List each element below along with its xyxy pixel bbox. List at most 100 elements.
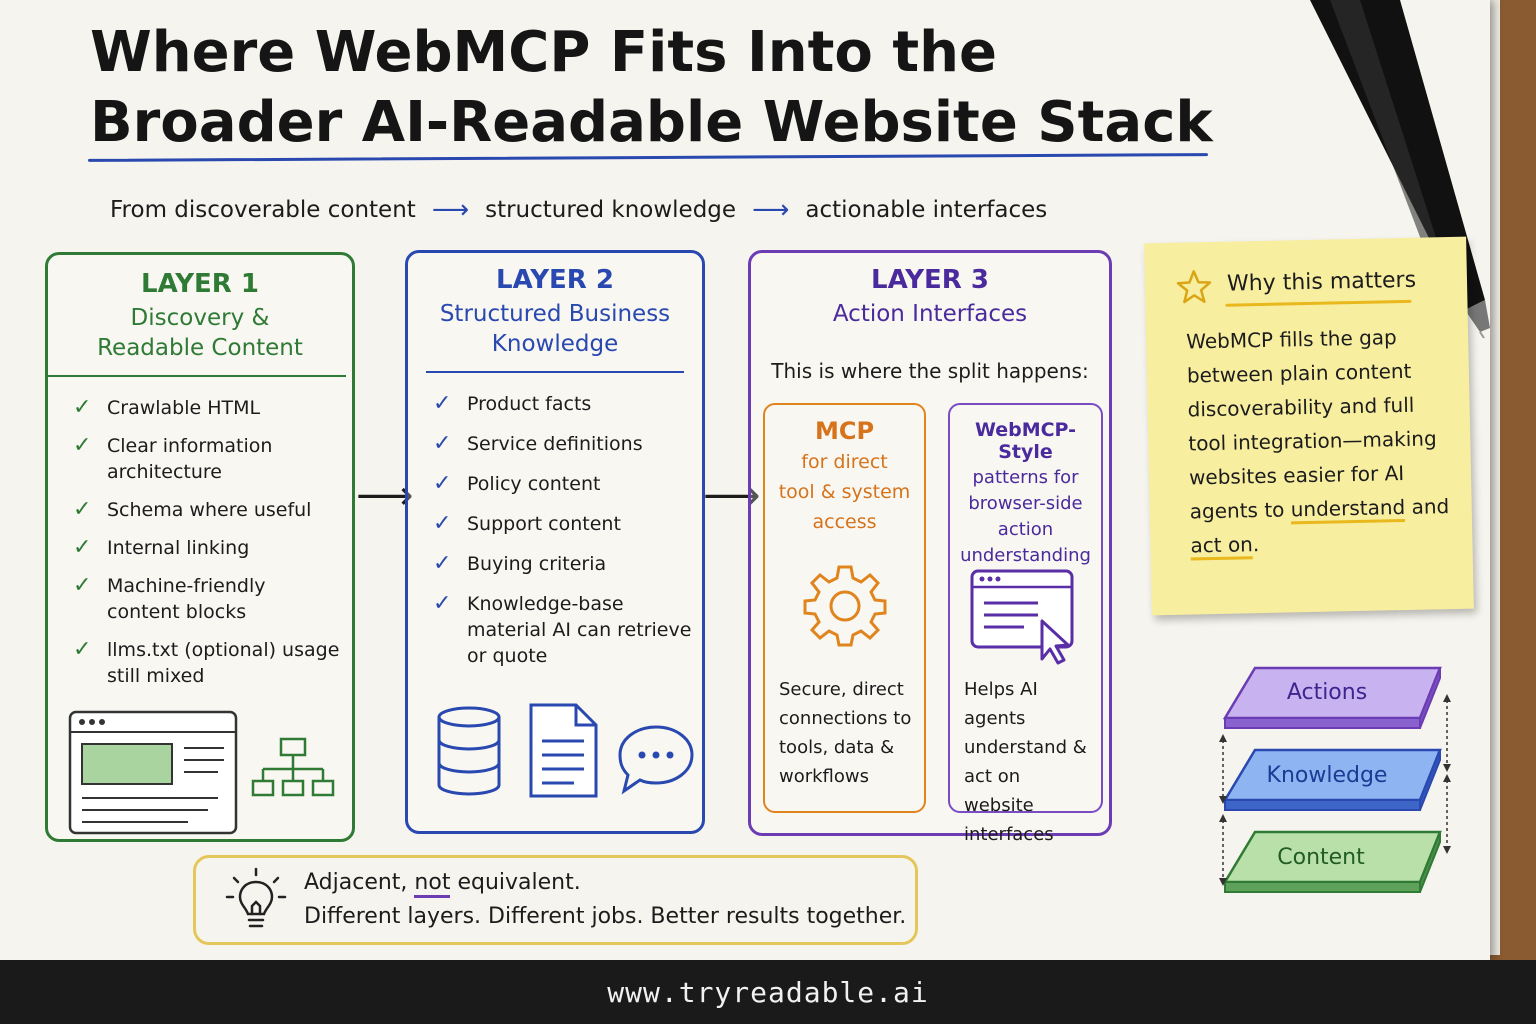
check-icon: ✓ xyxy=(433,431,452,456)
mcp-desc-line: tool & system xyxy=(778,481,911,503)
list-item: ✓Knowledge-base material AI can retrieve… xyxy=(433,591,698,669)
list-item-text: Schema where useful xyxy=(107,499,312,521)
layer-2-list: ✓Product facts ✓ Service definitions ✓ Pol… xyxy=(433,391,698,683)
callout-emphasis: not xyxy=(414,870,451,898)
lightbulb-icon xyxy=(225,867,287,928)
layer-1-divider xyxy=(48,375,346,377)
webmcp-heading: WebMCP-Style xyxy=(974,419,1077,463)
layer-1-list: ✓ Crawlable HTML ✓ Clear information archi… xyxy=(73,395,343,701)
webmcp-desc-line: browser-side xyxy=(968,493,1083,514)
list-item: ✓ Buying criteria xyxy=(433,551,698,577)
split-text: This is where the split happens: xyxy=(771,359,1089,383)
layer-2-name-line-1: Structured Business xyxy=(439,301,671,327)
arrow-right-icon: ⟶ xyxy=(356,473,414,519)
mcp-card: MCP for direct tool & system access Secu… xyxy=(763,403,926,813)
layer-1-card: LAYER 1 Discovery & Readable Content ✓ Cr… xyxy=(45,252,355,842)
layer-3-name: Action Interfaces xyxy=(832,301,1028,327)
stack-label-actions: Actions xyxy=(1286,680,1368,705)
check-icon: ✓ xyxy=(73,497,92,522)
why-this-matters-note: Why this matters WebMCP fills the gap be… xyxy=(1144,236,1474,616)
mcp-body: Secure, direct connections to tools, dat… xyxy=(779,679,912,787)
list-item-text: Support content xyxy=(467,513,621,535)
list-item: ✓ Support content xyxy=(433,511,698,537)
note-body-text: . xyxy=(1252,532,1260,557)
mcp-desc-line: access xyxy=(812,511,877,533)
layer-stack-illustration xyxy=(1219,666,1451,893)
arrow-right-icon: ⟶ xyxy=(752,195,790,225)
note-heading: Why this matters xyxy=(1226,267,1417,297)
pen-icon xyxy=(1310,0,1490,339)
layer-2-name-line-2: Knowledge xyxy=(491,331,619,357)
layer-1-name-line-2: Readable Content xyxy=(97,335,303,361)
list-item-text: Knowledge-base material AI can retrieve … xyxy=(467,593,692,667)
list-item-text: Internal linking xyxy=(107,537,250,559)
layer-1-name-line-1: Discovery & xyxy=(130,305,270,331)
mcp-description: for direct tool & system access xyxy=(765,447,924,537)
check-icon: ✓ xyxy=(73,433,92,458)
stack-label-content: Content xyxy=(1277,845,1365,870)
check-icon: ✓ xyxy=(433,511,452,536)
title-line-2: Broader AI-Readable Website Stack xyxy=(90,90,1213,155)
layer-3-card: LAYER 3 Action Interfaces This is where … xyxy=(748,250,1112,845)
check-icon: ✓ xyxy=(73,637,92,662)
list-item: ✓ Schema where useful xyxy=(73,497,343,523)
arrow-right-icon: ⟶ xyxy=(431,195,470,225)
list-item-text: Policy content xyxy=(467,473,601,495)
list-item: ✓ Clear information architecture xyxy=(73,433,343,485)
footer-bar: www.tryreadable.ai xyxy=(0,960,1536,1024)
subtitle-part-2: structured knowledge xyxy=(485,197,737,223)
note-body: WebMCP fills the gap between plain conte… xyxy=(1186,319,1461,563)
check-icon: ✓ xyxy=(73,535,92,560)
layer-1-heading: LAYER 1 xyxy=(141,269,259,299)
subtitle: From discoverable content ⟶ structured k… xyxy=(110,190,1047,230)
webmcp-desc-line: action xyxy=(997,519,1054,540)
check-icon: ✓ xyxy=(433,471,452,496)
note-highlight: understand xyxy=(1290,495,1406,525)
stack-label-knowledge: Knowledge xyxy=(1266,763,1388,788)
layer-1-name: Discovery & Readable Content xyxy=(48,303,352,363)
check-icon: ✓ xyxy=(73,395,92,420)
star-icon xyxy=(1176,270,1212,304)
footer-url: www.tryreadable.ai xyxy=(607,975,929,1009)
layer-2-card: LAYER 2 Structured Business Knowledge ✓P… xyxy=(405,250,705,834)
subtitle-part-1: From discoverable content xyxy=(110,197,416,223)
note-body-text: WebMCP fills the gap between plain conte… xyxy=(1185,325,1437,524)
list-item: ✓ llms.txt (optional) usage still mixed xyxy=(73,637,343,689)
layer-2-divider xyxy=(426,371,684,373)
list-item: ✓ Service definitions xyxy=(433,431,698,457)
list-item-text: Buying criteria xyxy=(467,553,607,575)
chat-bubble-icon xyxy=(618,725,694,795)
layer-2-name: Structured Business Knowledge xyxy=(408,299,702,359)
mcp-desc-line: for direct xyxy=(801,451,888,473)
webmcp-desc-line: understanding xyxy=(960,545,1091,566)
list-item: ✓ Policy content xyxy=(433,471,698,497)
list-item-text: Clear information architecture xyxy=(107,435,273,483)
list-item-text: Machine-friendly content blocks xyxy=(107,575,266,623)
sitemap-icon xyxy=(251,737,335,797)
list-item: ✓Product facts xyxy=(433,391,698,417)
gear-icon xyxy=(803,565,887,647)
browser-cursor-icon xyxy=(970,569,1074,665)
list-item-text: llms.txt (optional) usage still mixed xyxy=(107,639,340,687)
document-icon xyxy=(529,703,598,798)
database-icon xyxy=(437,706,501,796)
title-line-1: Where WebMCP Fits Into the xyxy=(90,20,998,85)
webmcp-body: Helps AI agents understand & act on webs… xyxy=(964,679,1087,845)
note-body-text: and xyxy=(1404,494,1450,520)
callout-line-1: Adjacent, not equivalent. xyxy=(304,870,581,898)
check-icon: ✓ xyxy=(433,391,452,416)
webmcp-desc-line: patterns for xyxy=(972,467,1079,488)
webmcp-description: patterns for browser-side action underst… xyxy=(950,465,1101,569)
callout-text: equivalent. xyxy=(450,870,581,895)
list-item: ✓ Internal linking xyxy=(73,535,343,561)
adjacent-callout: Adjacent, not equivalent. Different laye… xyxy=(193,855,918,945)
callout-line-2: Different layers. Different jobs. Better… xyxy=(304,904,907,929)
page-title: Where WebMCP Fits Into the Broader AI-Re… xyxy=(90,18,1240,158)
callout-text: Adjacent, xyxy=(304,870,415,895)
webmcp-card: WebMCP-Style patterns for browser-side a… xyxy=(948,403,1103,845)
check-icon: ✓ xyxy=(433,551,452,576)
list-item: ✓Machine-friendly content blocks xyxy=(73,573,343,625)
list-item-text: Service definitions xyxy=(467,433,643,455)
note-heading-underline xyxy=(1225,299,1412,307)
list-item-text: Crawlable HTML xyxy=(107,397,261,419)
